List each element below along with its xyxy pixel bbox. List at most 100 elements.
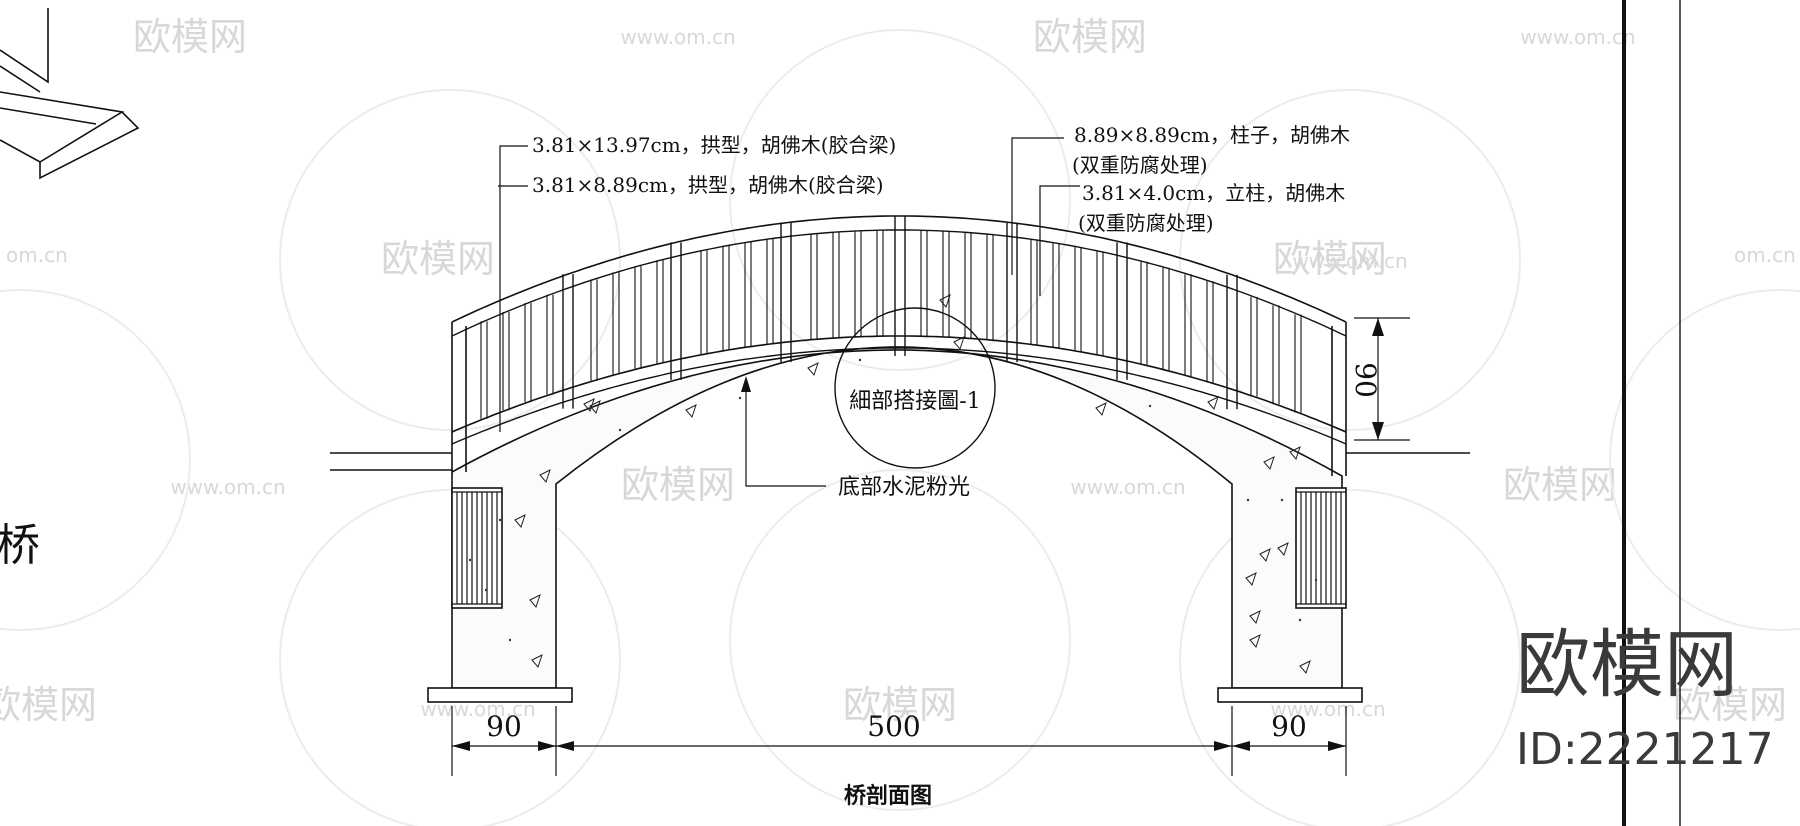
watermark-brand: 欧模网 xyxy=(1273,237,1387,281)
aggregate-triangle xyxy=(539,469,551,483)
watermark-brand: 欧模网 xyxy=(1033,15,1147,59)
isometric-fragment xyxy=(0,8,140,180)
detail-circle xyxy=(834,307,996,469)
watermark-ring xyxy=(1179,89,1521,431)
rail-baluster xyxy=(656,260,664,364)
rail-post xyxy=(894,216,906,356)
footings xyxy=(427,687,1363,703)
concrete-aggregate xyxy=(468,294,1318,674)
aggregate-triangle xyxy=(1207,396,1219,410)
aggregate-triangle xyxy=(529,594,541,608)
watermark-ring xyxy=(1609,289,1800,631)
dimension-span: 500 xyxy=(867,710,920,743)
handrail-second-line xyxy=(451,229,1347,337)
annotation-beam-outer: 3.81×13.97cm，拱型，胡佛木(胶合梁) xyxy=(532,133,896,157)
watermark-ring xyxy=(729,469,1071,811)
span-dimension xyxy=(451,706,1347,776)
aggregate-triangle xyxy=(1263,456,1275,470)
aggregate-dot xyxy=(1246,498,1250,502)
aggregate-triangle xyxy=(685,404,697,418)
aggregate-triangle xyxy=(531,654,543,668)
aggregate-triangle xyxy=(583,398,595,412)
rail-baluster xyxy=(964,232,972,339)
rail-baluster xyxy=(1184,274,1192,377)
rail-baluster xyxy=(502,311,510,411)
watermark-brand: 欧模网 xyxy=(381,237,495,281)
dimension-left-width: 90 xyxy=(486,710,522,743)
watermark-brand: 欧模网 xyxy=(843,683,957,727)
aggregate-triangle xyxy=(1249,610,1261,624)
bridge-railing xyxy=(451,215,1347,476)
annotation-baluster-line2: (双重防腐处理) xyxy=(1078,211,1214,235)
aggregate-dot xyxy=(498,518,502,522)
watermark-url: www.om.cn xyxy=(1520,25,1635,49)
rail-baluster xyxy=(810,233,818,340)
aggregate-dot xyxy=(1314,578,1318,582)
annotation-post-line2: (双重防腐处理) xyxy=(1072,153,1208,177)
drawing-caption: 桥剖面图 xyxy=(844,783,932,809)
rail-baluster xyxy=(1140,261,1148,365)
aggregate-dot xyxy=(468,558,472,562)
aggregate-triangle xyxy=(1095,402,1107,416)
rail-post xyxy=(780,222,792,363)
annotation-baluster-line1: 3.81×4.0cm，立柱，胡佛木 xyxy=(1082,181,1345,205)
watermark-ring xyxy=(1179,489,1521,826)
rail-baluster xyxy=(1052,243,1060,348)
aggregate-triangle xyxy=(1299,660,1311,674)
aggregate-triangle xyxy=(514,514,526,528)
aggregate-dot xyxy=(508,638,512,642)
ground-lines xyxy=(330,452,1470,471)
deck-line-top xyxy=(451,335,1347,433)
height-dimension xyxy=(1354,317,1410,441)
rail-baluster xyxy=(1074,247,1082,352)
aggregate-dot xyxy=(1148,404,1152,408)
end-post-left xyxy=(451,322,467,472)
rail-post xyxy=(562,274,574,409)
aggregate-triangle xyxy=(1245,572,1257,586)
rail-baluster xyxy=(1250,296,1258,397)
rail-baluster xyxy=(876,230,884,337)
annotation-underside: 底部水泥粉光 xyxy=(838,475,970,500)
end-post-right xyxy=(1331,322,1347,476)
aggregate-dot xyxy=(1280,498,1284,502)
rail-baluster xyxy=(1272,305,1280,405)
watermark-brand: 欧模网 xyxy=(0,683,97,727)
rail-baluster xyxy=(612,272,620,375)
rail-baluster xyxy=(744,242,752,347)
annotation-post-line1: 8.89×8.89cm，柱子，胡佛木 xyxy=(1074,123,1350,147)
detail-label: 細部搭接圖-1 xyxy=(849,389,980,414)
watermark-brand: 欧模网 xyxy=(133,15,247,59)
rail-post xyxy=(1006,222,1018,363)
underside-arrow xyxy=(741,376,751,392)
rail-baluster xyxy=(1030,239,1038,345)
aggregate-dot xyxy=(1298,618,1302,622)
dimension-right-width: 90 xyxy=(1271,710,1307,743)
aggregate-triangle xyxy=(1249,634,1261,648)
span-dimension-arrows xyxy=(452,741,1346,751)
rail-baluster xyxy=(986,234,994,340)
watermark-ring xyxy=(279,489,621,826)
dimension-rail-height: 90 xyxy=(1349,362,1382,398)
watermark-ring xyxy=(0,289,191,631)
watermark-url: www.om.cn xyxy=(1292,249,1407,273)
watermark-brand: 欧模网 xyxy=(1503,463,1617,507)
watermark-url-partial: om.cn xyxy=(1734,243,1796,267)
aggregate-dot xyxy=(618,428,622,432)
rail-baluster xyxy=(832,232,840,338)
brand-id-text: ID:2221217 xyxy=(1516,724,1774,775)
handrail-top-line xyxy=(451,215,1347,323)
rail-baluster xyxy=(700,250,708,355)
watermark-ring xyxy=(729,29,1071,371)
aggregate-dot xyxy=(1028,360,1032,364)
left-title-fragment: 桥 xyxy=(0,520,40,571)
rail-baluster xyxy=(634,266,642,369)
rail-post xyxy=(670,242,682,380)
rail-baluster xyxy=(590,279,598,381)
rail-baluster xyxy=(920,230,928,337)
watermark-url: www.om.cn xyxy=(1070,475,1185,499)
rail-baluster xyxy=(942,231,950,338)
rail-baluster xyxy=(480,321,488,419)
sheet-border xyxy=(1622,0,1681,826)
